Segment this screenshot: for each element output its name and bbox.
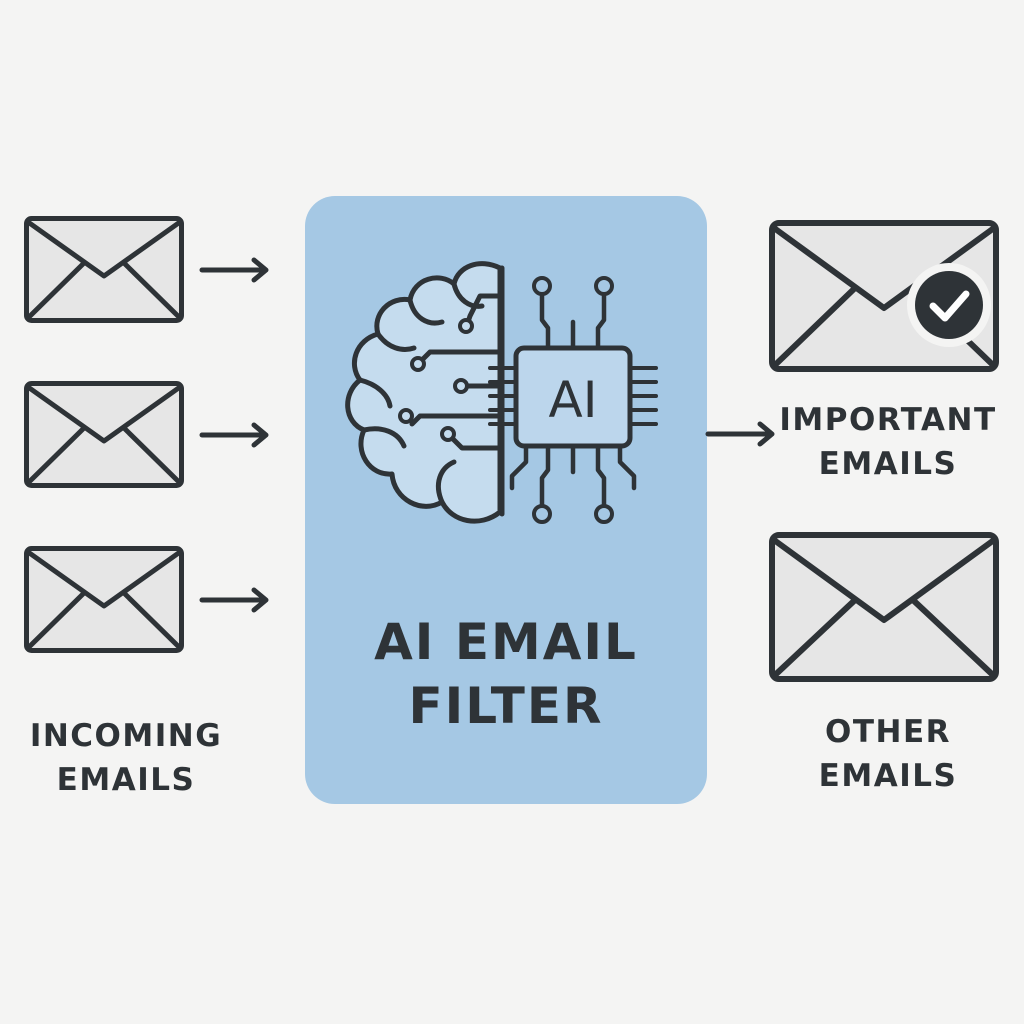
incoming-envelope-2-icon xyxy=(24,381,184,488)
other-emails-label: OTHER EMAILS xyxy=(770,710,1006,798)
incoming-emails-label: INCOMING EMAILS xyxy=(0,714,252,802)
important-envelope-check-icon xyxy=(769,220,999,372)
important-emails-label: IMPORTANT EMAILS xyxy=(770,398,1006,486)
filter-title: AI EMAIL FILTER xyxy=(305,610,707,738)
incoming-envelope-3-icon xyxy=(24,546,184,653)
other-label-line-1: OTHER xyxy=(825,714,951,750)
other-label-line-2: EMAILS xyxy=(818,758,958,794)
arrow-right-icon xyxy=(199,257,269,283)
important-label-line-1: IMPORTANT xyxy=(779,402,997,438)
arrow-right-icon xyxy=(199,587,269,613)
chip-label: AI xyxy=(549,371,598,429)
brain-chip-icon: AI xyxy=(345,261,658,524)
arrow-right-icon xyxy=(705,421,775,447)
incoming-label-line-2: EMAILS xyxy=(56,762,196,798)
check-badge-icon xyxy=(915,271,983,339)
important-label-line-2: EMAILS xyxy=(818,446,958,482)
filter-title-line-2: FILTER xyxy=(408,677,604,735)
arrow-right-icon xyxy=(199,422,269,448)
filter-title-line-1: AI EMAIL xyxy=(374,613,638,671)
other-envelope-icon xyxy=(769,532,999,682)
incoming-envelope-1-icon xyxy=(24,216,184,323)
ai-filter-card xyxy=(305,196,707,804)
incoming-label-line-1: INCOMING xyxy=(29,718,223,754)
